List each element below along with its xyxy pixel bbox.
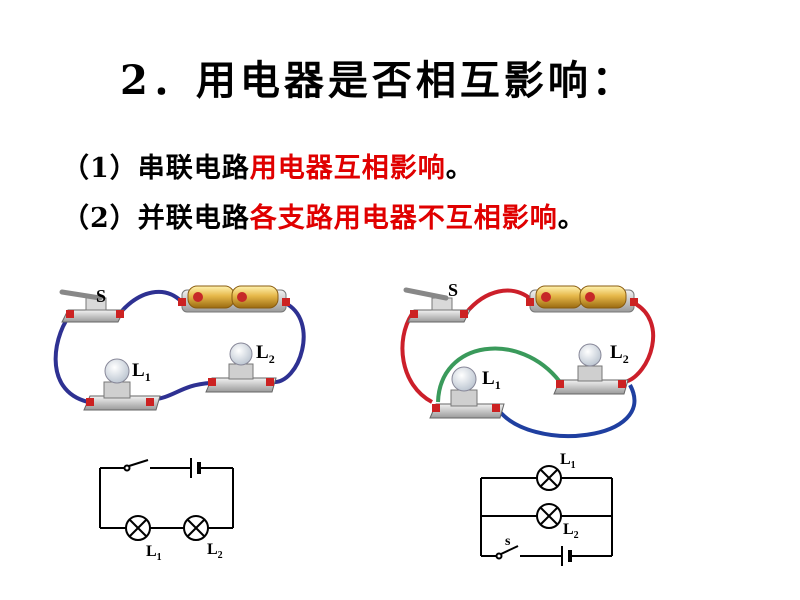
series-wire-battery-lamp2 <box>271 301 306 385</box>
parallel-switch <box>403 287 471 323</box>
parallel-schematic-switch-pivot <box>495 552 503 560</box>
parallel-lamp1-label: L1 <box>482 368 501 392</box>
series-lamp-1 <box>83 358 161 411</box>
series-schematic-switch-blade <box>128 459 149 467</box>
parallel-lamp-2 <box>553 343 629 395</box>
series-suffix: 。 <box>445 153 474 184</box>
parallel-switch-label: S <box>448 280 458 300</box>
series-schematic <box>99 458 234 541</box>
series-highlight: 用电器互相影响 <box>249 153 446 184</box>
slide-title: 2．用电器是否相互影响： <box>120 57 636 104</box>
parallel-lamp-1 <box>429 366 505 419</box>
series-lamp-2 <box>205 342 277 393</box>
series-schematic-lamp-1 <box>125 515 151 541</box>
series-schematic-lamp-2 <box>183 515 209 541</box>
series-wire-switch-battery <box>118 290 184 315</box>
parallel-schematic-lamp-2 <box>536 503 562 529</box>
series-real-circuit: S L1 <box>53 285 306 411</box>
parallel-schematic-lamp-1 <box>536 465 562 491</box>
series-switch-label: S <box>96 286 106 306</box>
parallel-battery <box>526 285 638 313</box>
parallel-schematic-switch-label: s <box>505 534 511 549</box>
series-lamp2-label: L2 <box>256 342 275 366</box>
parallel-statement: （2）并联电路各支路用电器不互相影响。 <box>62 196 586 235</box>
series-statement: （1）串联电路用电器互相影响。 <box>62 146 474 185</box>
parallel-lamp2-label: L2 <box>610 342 629 366</box>
series-schematic-l2-label: L2 <box>207 541 223 561</box>
parallel-schematic-l1-label: L1 <box>560 451 576 471</box>
parallel-suffix: 。 <box>557 203 586 234</box>
series-wire-lamp1-switch <box>53 311 89 404</box>
series-prefix: （1）串联电路 <box>62 153 250 184</box>
series-schematic-switch-pivot <box>123 464 131 472</box>
parallel-schematic <box>480 465 613 566</box>
series-lamp1-label: L1 <box>132 360 151 384</box>
parallel-wire-blue <box>495 384 637 438</box>
parallel-prefix: （2）并联电路 <box>62 203 250 234</box>
parallel-wire-switch-battery <box>464 288 534 315</box>
series-schematic-l1-label: L1 <box>146 543 162 563</box>
series-switch <box>59 289 125 323</box>
series-battery <box>178 285 290 313</box>
parallel-schematic-switch-blade <box>500 545 519 555</box>
parallel-wire-battery-lamp2 <box>624 300 656 384</box>
parallel-wire-switch-lamp1 <box>400 312 434 404</box>
parallel-real-circuit: S L1 <box>400 280 656 438</box>
parallel-highlight: 各支路用电器不互相影响 <box>249 203 558 234</box>
parallel-schematic-l2-label: L2 <box>563 521 579 541</box>
parallel-wire-green <box>436 346 562 403</box>
